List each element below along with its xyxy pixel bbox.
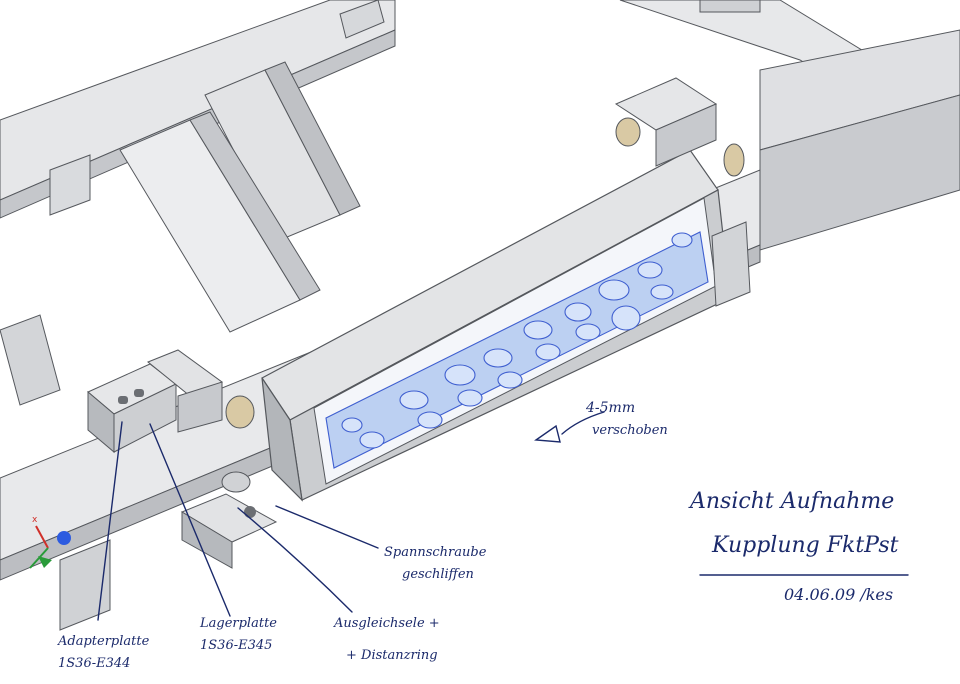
callout-bearing-plate: Lagerplatte 1S36-E345 <box>199 616 277 653</box>
cross-beam-middle <box>119 111 321 333</box>
title-note-line2: Kupplung FktPst <box>711 533 899 558</box>
callout-adapter-plate: Adapterplatte 1S36-E344 <box>57 634 150 671</box>
shift-amount: 4-5mm <box>585 400 635 416</box>
callout-shift: 4-5mm verschoben <box>585 400 668 438</box>
title-note: Ansicht Aufnahme Kupplung FktPst 04.06.0… <box>688 489 899 604</box>
shift-arrow-head <box>534 424 561 443</box>
shift-arrow-line <box>561 411 605 435</box>
adapter-plate-part <box>87 363 177 454</box>
upper-right-rail <box>619 0 960 251</box>
callout-compensation: Ausgleichsele + + Distanzring <box>333 616 440 663</box>
axis-x-label: x <box>32 515 38 525</box>
left-bracket <box>0 154 91 406</box>
callout-clamp-screw: Spannschraube geschliffen <box>384 545 487 582</box>
clamp-screw-label-2: geschliffen <box>402 567 474 582</box>
adapter-plate-leader <box>97 421 123 621</box>
clamp-block-right <box>711 221 751 307</box>
clamp-screw-label: Spannschraube <box>384 545 487 560</box>
clamp-screw-leader <box>275 505 379 549</box>
adapter-plate-label: Adapterplatte <box>57 634 150 649</box>
clamp-block-lower <box>180 471 278 569</box>
bearing-plate-partno: 1S36-E345 <box>200 638 272 653</box>
compensation-label: Ausgleichsele + <box>333 616 440 631</box>
axis-triad: x <box>29 515 71 569</box>
bearing-plate-part <box>147 349 255 433</box>
bearing-plate-label: Lagerplatte <box>199 616 277 631</box>
coupling-bolts-blue <box>341 232 693 449</box>
leader-lines <box>97 411 909 621</box>
bearing-plate-leader <box>149 423 231 617</box>
upper-bracket-part <box>614 77 745 177</box>
compensation-leader <box>237 507 353 613</box>
cross-beam-top <box>204 61 361 241</box>
compensation-label-2: + Distanzring <box>346 648 438 663</box>
title-note-date: 04.06.09 /kes <box>784 585 893 604</box>
adapter-plate-partno: 1S36-E344 <box>58 656 130 671</box>
title-note-line1: Ansicht Aufnahme <box>688 489 894 514</box>
shift-label: verschoben <box>592 423 668 438</box>
